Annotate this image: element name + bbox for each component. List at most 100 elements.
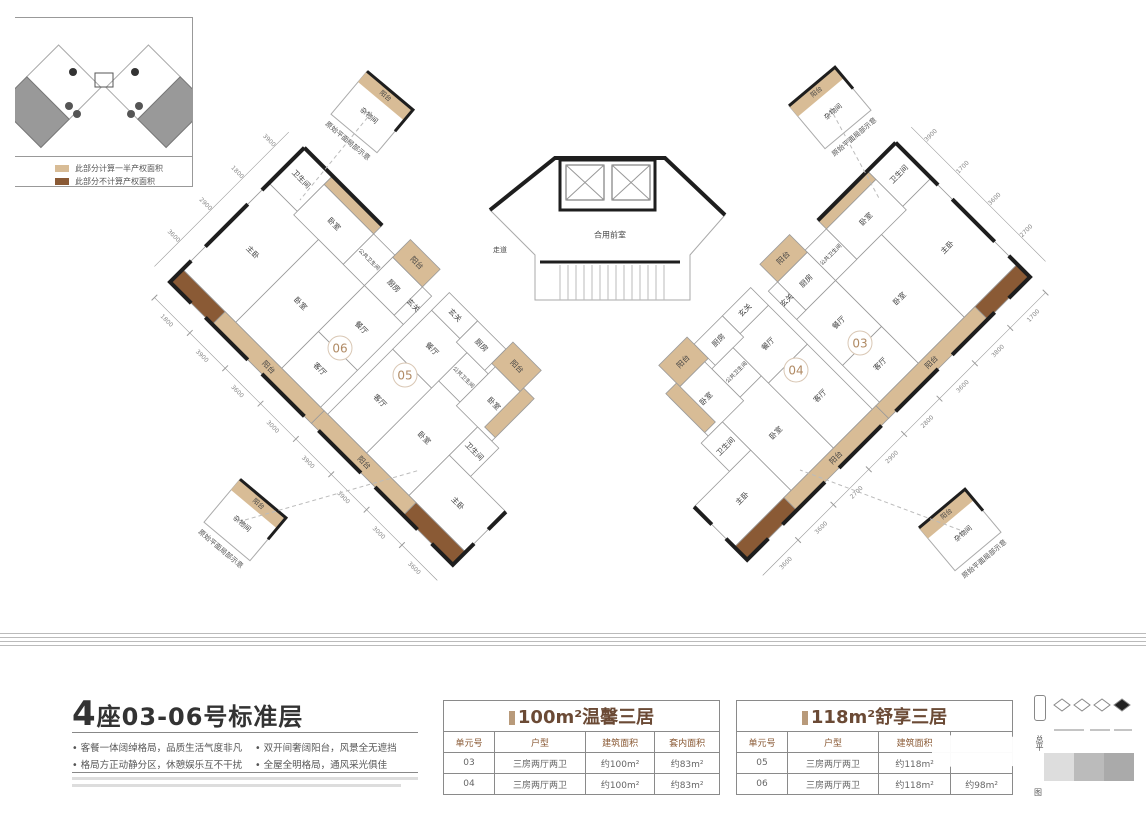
elevator <box>565 164 605 201</box>
table-header-row: 单元号户型建筑面积套内面积 <box>443 731 720 753</box>
elevator <box>611 164 651 201</box>
divider <box>72 772 418 773</box>
feature-text: 全屋全明格局，通风采光俱佳 <box>263 760 388 771</box>
legend-label: 此部分不计算产权面积 <box>75 177 155 186</box>
dimension-tick <box>151 294 158 301</box>
dimension-tick <box>186 329 193 337</box>
dimension-tick <box>398 541 406 549</box>
disclaimer-fine-print <box>72 777 418 791</box>
unit-badge <box>783 357 809 383</box>
obscuring-smudge <box>932 733 1032 769</box>
room-balcony <box>392 239 441 288</box>
room-foyer <box>767 281 807 320</box>
feature-list: • 客餐一体阔绰格局，品质生活气度非凡 • 双开间奢阔阳台，风景全无遮挡 • 格… <box>72 740 434 771</box>
lobby-label: 合用前室 <box>594 230 626 240</box>
dimension-tick <box>328 471 335 478</box>
thumb-icon <box>1034 695 1046 721</box>
unit-number: 05 <box>397 369 412 383</box>
elevator-cross <box>611 164 651 201</box>
feature-text: 格局方正动静分区，休憩娱乐互不干扰 <box>80 760 243 771</box>
table-title: 118m²舒享三居 <box>736 700 1013 732</box>
divider-lines <box>0 633 1146 651</box>
key-plan-diagram <box>0 44 210 149</box>
site-plan-thumbnail: 总平 图 <box>1034 695 1134 797</box>
balcony-strip <box>789 67 844 117</box>
leader-line <box>829 107 881 201</box>
dimension-tick <box>936 395 943 402</box>
exterior-wall <box>816 141 898 222</box>
elevator-shaft <box>558 158 657 212</box>
unit-badge <box>392 362 418 388</box>
dimension-label: 3900 <box>923 128 939 144</box>
key-plan-legend: 此部分计算一半产权面积 此部分不计算产权面积 <box>15 156 192 189</box>
legend-item: 此部分不计算产权面积 <box>55 176 192 187</box>
feature-item: • 全屋全明格局，通风采光俱佳 <box>255 760 388 771</box>
corridor-label: 走道 <box>493 245 507 254</box>
unit-badge <box>847 330 873 356</box>
room-balcony <box>759 234 808 283</box>
leader-line <box>244 469 421 521</box>
feature-item: • 客餐一体阔绰格局，品质生活气度非凡 <box>72 743 243 754</box>
dimension-tick <box>363 506 370 513</box>
site-plan-mini <box>1053 698 1132 731</box>
balcony-strip <box>231 479 286 529</box>
exterior-wall <box>692 141 1033 563</box>
room-foyer <box>393 286 433 325</box>
thumb-image <box>1044 753 1134 781</box>
exterior-wall <box>788 65 855 107</box>
dimension-tick <box>257 400 264 407</box>
feature-text: 客餐一体阔绰格局，品质生活气度非凡 <box>80 743 243 754</box>
leader-line <box>299 111 373 201</box>
dimension-label: 3600 <box>987 191 1003 207</box>
dimension-tick <box>1007 324 1014 332</box>
exterior-wall <box>167 146 508 568</box>
divider <box>72 732 418 733</box>
dimension-label: 2700 <box>1019 223 1035 239</box>
unit-badge <box>327 335 353 361</box>
dimension-tick <box>794 536 802 544</box>
dimension-tick <box>900 430 908 438</box>
thumb-label: 总平 <box>1035 735 1044 751</box>
balcony-strip <box>484 387 535 439</box>
legend-swatch-excluded <box>55 178 69 185</box>
key-plan: 此部分计算一半产权面积 此部分不计算产权面积 <box>0 17 210 189</box>
feature-text: 双开间奢阔阳台，风景全无遮挡 <box>263 743 397 754</box>
dimension-tick <box>292 435 300 443</box>
legend-label: 此部分计算一半产权面积 <box>75 164 163 173</box>
legend-swatch-half <box>55 165 69 172</box>
dimension-line <box>154 131 290 267</box>
dimension-tick <box>971 360 979 367</box>
unit-number: 04 <box>788 364 803 378</box>
table-title: 100m²温馨三居 <box>443 700 720 732</box>
unit-number: 03 <box>852 337 867 351</box>
legend-item: 此部分计算一半产权面积 <box>55 163 192 174</box>
page-title: 4座03-06号标准层 <box>72 694 303 734</box>
leader-line <box>799 469 961 531</box>
dimension-tick <box>1042 289 1049 296</box>
exterior-wall <box>918 487 985 529</box>
exterior-wall <box>366 70 416 133</box>
title-number: 4 <box>72 694 97 734</box>
balcony-strip <box>665 382 716 434</box>
feature-item: • 格局方正动静分区，休憩娱乐互不干扰 <box>72 760 243 771</box>
thumb-label: 图 <box>1034 788 1042 797</box>
feature-item: • 双开间奢阔阳台，风景全无遮挡 <box>255 743 397 754</box>
balcony-strip <box>919 489 974 539</box>
core-wall <box>488 156 727 217</box>
dimension-label: 1700 <box>955 159 971 175</box>
floor-plan: 主卧卫生间卧室卧室公共卫生间厨房阳台餐厅客厅玄关阳台客厅餐厅玄关厨房阳台公共卫生… <box>151 65 1049 581</box>
balcony-strip <box>358 71 413 121</box>
elevator-cross <box>565 164 605 201</box>
title-text: 座03-06号标准层 <box>96 703 304 731</box>
unit-number: 06 <box>332 342 347 356</box>
dimension-tick <box>865 466 872 473</box>
